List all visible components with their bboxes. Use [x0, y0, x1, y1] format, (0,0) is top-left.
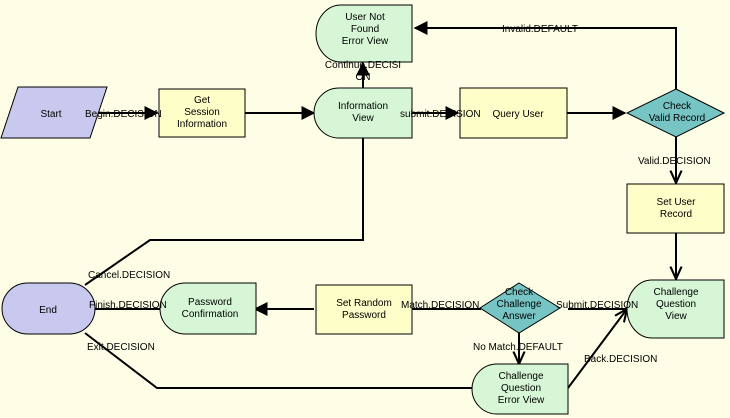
node-query-user-label: Query User [492, 109, 544, 120]
edge-label-match: Match.DECISION [401, 300, 479, 311]
edge-label-exit: Exit.DECISION [87, 342, 155, 353]
text-line: Set Random [336, 298, 392, 309]
node-query-user[interactable]: Query User [459, 87, 568, 139]
node-end[interactable]: End [1, 282, 96, 335]
text-line: Challenge [496, 299, 541, 310]
edge-cancel [84, 138, 364, 286]
edge-invalid [413, 21, 677, 90]
edge-label-cancel: Cancel.DECISION [88, 270, 170, 281]
text-line: Password [188, 297, 232, 308]
text-line: Valid Record [649, 113, 706, 124]
edge-exit [84, 332, 472, 389]
text-line: View [352, 113, 374, 124]
text-line: Check [663, 101, 692, 112]
text-line: Answer [502, 311, 536, 322]
edge-label-submit-challenge: Submit.DECISION [556, 300, 638, 311]
text-line: Get [194, 95, 210, 106]
edge-back [567, 309, 627, 389]
text-line: Session [184, 107, 220, 118]
text-line: Confirmation [182, 309, 239, 320]
text-line: Question [656, 299, 696, 310]
text-line: Check [505, 287, 534, 298]
edge-label-no-match: No Match.DEFAULT [473, 342, 563, 353]
text-line: Information [338, 101, 388, 112]
edge-label-valid: Valid.DECISION [638, 156, 711, 167]
text-line: Set User [657, 197, 697, 208]
edge-label-submit: submit.DECISION [400, 109, 481, 120]
text-line: Found [351, 24, 379, 35]
node-start[interactable]: Start [0, 86, 108, 139]
text-line: Password [342, 310, 386, 321]
text-line: User Not [345, 12, 385, 23]
text-line: Challenge [653, 287, 698, 298]
text-line: ON [356, 72, 371, 83]
node-end-label: End [39, 305, 57, 316]
text-line: Error View [342, 36, 389, 47]
text-line: Continue.DECISI [325, 60, 401, 71]
text-line: Error View [498, 395, 545, 406]
text-line: Question [501, 383, 541, 394]
text-line: Challenge [498, 371, 543, 382]
edge-label-invalid: Invalid.DEFAULT [502, 24, 578, 35]
text-line: View [665, 311, 687, 322]
edge-label-begin: Begin.DECISION [85, 109, 162, 120]
text-line: Information [177, 119, 227, 130]
node-start-label: Start [40, 109, 61, 120]
edge-label-finish: Finish.DECISION [89, 300, 167, 311]
edge-label-back: Back.DECISION [584, 354, 657, 365]
text-line: Record [660, 209, 692, 220]
